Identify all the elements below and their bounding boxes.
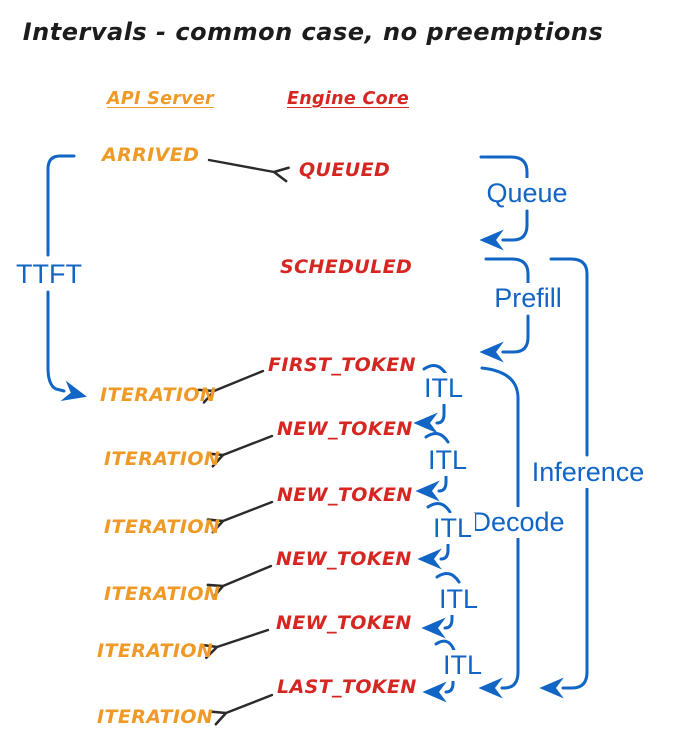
decode-bracket-upper xyxy=(480,366,520,508)
itl-3-hook xyxy=(426,501,452,514)
event-new-token-1: NEW_TOKEN xyxy=(277,418,413,440)
arrow-first-token-to-iteration-1 xyxy=(197,369,265,404)
arrow-last-token-to-iteration-6 xyxy=(209,693,274,726)
event-iteration-1: ITERATION xyxy=(100,384,217,406)
arrow-new-token-2-to-iteration-3 xyxy=(206,500,274,534)
interval-label-itl-4: ITL xyxy=(436,584,482,615)
interval-label-itl-3: ITL xyxy=(430,513,476,544)
event-iteration-5: ITERATION xyxy=(97,640,214,662)
interval-label-itl-5: ITL xyxy=(440,650,486,681)
ttft-arrow xyxy=(46,290,87,401)
event-iteration-3: ITERATION xyxy=(104,516,221,538)
inference-bracket-upper xyxy=(549,257,589,457)
event-queued: QUEUED xyxy=(299,159,391,181)
arrow-new-token-1-to-iteration-2 xyxy=(206,434,274,468)
event-new-token-3: NEW_TOKEN xyxy=(276,548,412,570)
interval-label-prefill: Prefill xyxy=(491,283,565,314)
interval-label-queue: Queue xyxy=(483,178,571,209)
event-iteration-2: ITERATION xyxy=(104,448,221,470)
ttft-bracket-upper xyxy=(46,154,76,257)
itl-5-arrow xyxy=(422,672,455,703)
event-scheduled: SCHEDULED xyxy=(280,256,413,278)
event-first-token: FIRST_TOKEN xyxy=(268,354,416,376)
queue-bracket-upper xyxy=(479,155,529,182)
event-iteration-6: ITERATION xyxy=(97,706,214,728)
decode-arrow xyxy=(478,537,520,699)
event-iteration-4: ITERATION xyxy=(104,583,221,605)
column-header-api-server: API Server xyxy=(107,89,214,109)
prefill-arrow xyxy=(479,314,530,363)
event-arrived: ARRIVED xyxy=(102,144,200,166)
event-new-token-2: NEW_TOKEN xyxy=(277,484,413,506)
interval-label-itl-2: ITL xyxy=(425,445,471,476)
prefill-bracket-upper xyxy=(484,257,530,286)
inference-arrow xyxy=(539,487,589,699)
column-header-engine-core: Engine Core xyxy=(287,89,410,109)
interval-label-decode: Decode xyxy=(468,507,568,538)
itl-2-hook xyxy=(424,431,450,444)
itl-1-arrow xyxy=(413,403,446,434)
arrow-arrived-to-queued xyxy=(207,158,290,183)
itl-1-hook xyxy=(422,363,448,376)
arrow-new-token-3-to-iteration-4 xyxy=(206,564,273,599)
diagram-title: Intervals - common case, no preemptions xyxy=(22,18,604,46)
interval-label-ttft: TTFT xyxy=(13,259,85,290)
arrow-new-token-4-to-iteration-5 xyxy=(200,628,270,660)
itl-4-arrow xyxy=(421,608,454,639)
event-new-token-4: NEW_TOKEN xyxy=(276,612,412,634)
itl-3-arrow xyxy=(417,539,450,570)
event-last-token: LAST_TOKEN xyxy=(277,676,417,698)
interval-label-itl-1: ITL xyxy=(421,373,467,404)
itl-5-hook xyxy=(434,639,456,652)
queue-arrow xyxy=(479,209,529,251)
itl-4-hook xyxy=(435,571,461,584)
itl-2-arrow xyxy=(415,471,448,502)
interval-label-inference: Inference xyxy=(528,457,648,488)
